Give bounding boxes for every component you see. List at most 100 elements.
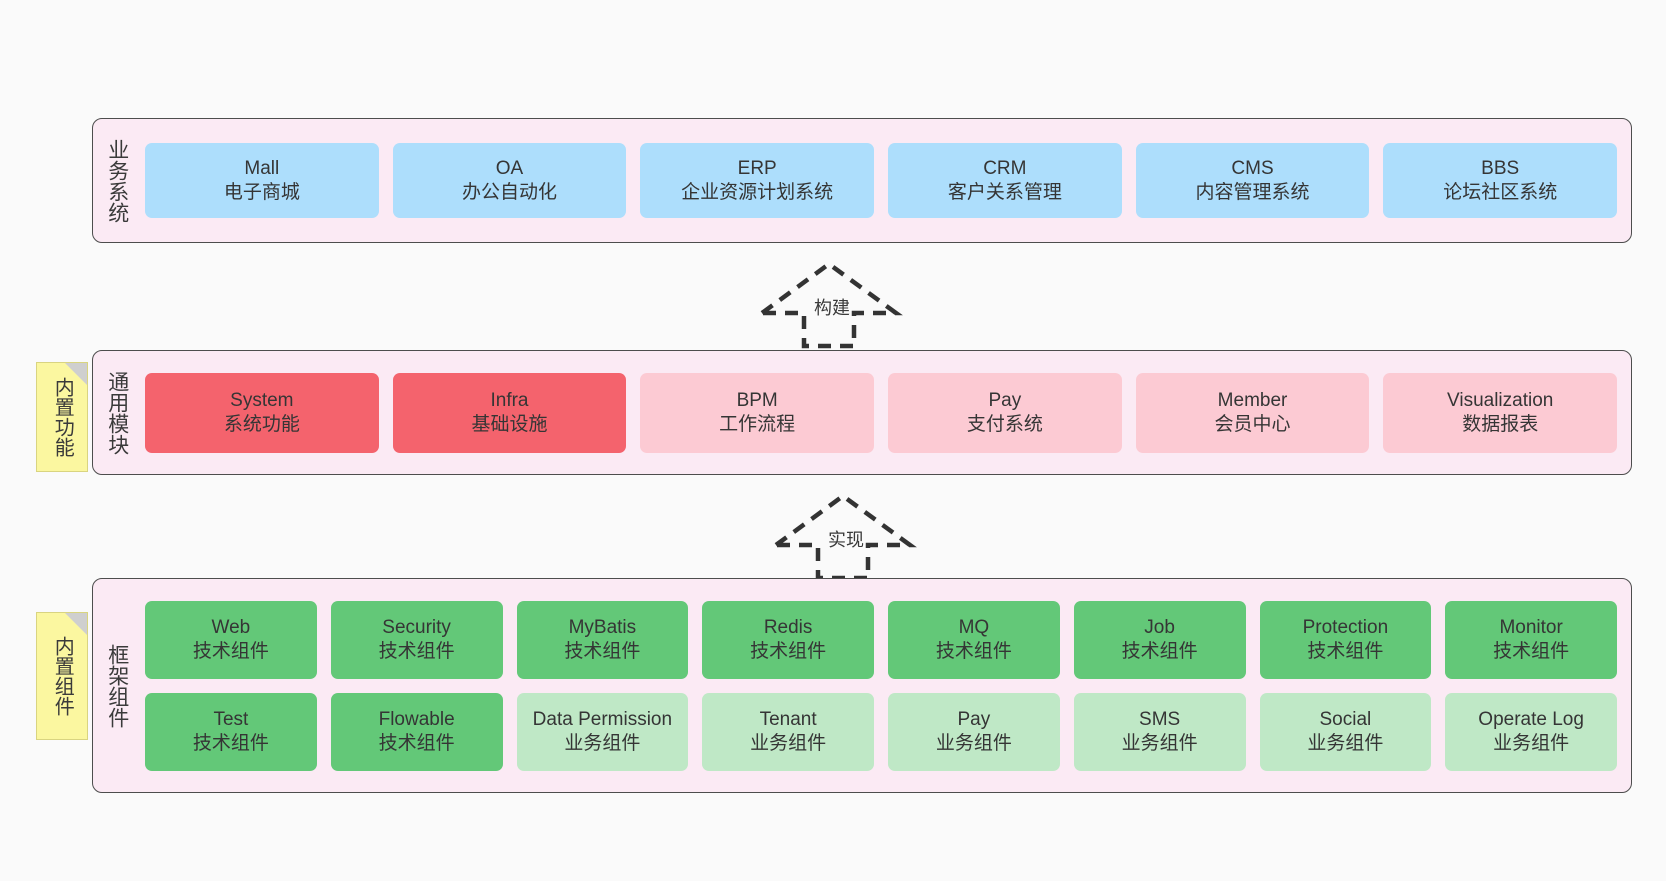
card-bpm[interactable]: BPM 工作流程 (640, 372, 875, 453)
card-row: Mall 电子商城 OA 办公自动化 ERP 企业资源计划系统 CRM 客户关系… (145, 143, 1618, 218)
card-title: Pay (988, 390, 1022, 412)
card-title: Social (1319, 709, 1372, 731)
card-subtitle: 办公自动化 (462, 181, 558, 203)
card-flowable[interactable]: Flowable 技术组件 (330, 692, 503, 771)
card-subtitle: 业务组件 (1307, 732, 1384, 754)
card-pay[interactable]: Pay 支付系统 (888, 372, 1122, 453)
card-subtitle: 技术组件 (1307, 640, 1384, 662)
card-subtitle: 技术组件 (564, 640, 641, 662)
layer-body-framework-components: Web 技术组件 Security 技术组件 MyBatis 技术组件 Redi… (141, 579, 1631, 792)
card-subtitle: 支付系统 (966, 413, 1043, 435)
card-title: Operate Log (1478, 709, 1584, 731)
card-title: Redis (763, 617, 813, 639)
generalization-arrow-icon (771, 493, 917, 581)
card-subtitle: 技术组件 (1493, 640, 1570, 662)
card-job[interactable]: Job 技术组件 (1073, 600, 1246, 679)
card-crm[interactable]: CRM 客户关系管理 (888, 143, 1122, 218)
card-erp[interactable]: ERP 企业资源计划系统 (640, 143, 875, 218)
card-title: System (230, 390, 294, 412)
layer-common-modules: 通用模块 System 系统功能 Infra 基础设施 BPM 工作流程 Pay… (92, 350, 1632, 475)
card-row: Web 技术组件 Security 技术组件 MyBatis 技术组件 Redi… (145, 600, 1617, 679)
card-subtitle: 电子商城 (223, 181, 300, 203)
card-title: Web (211, 617, 251, 639)
card-security[interactable]: Security 技术组件 (330, 600, 503, 679)
card-subtitle: 技术组件 (750, 640, 827, 662)
card-subtitle: 论坛社区系统 (1443, 181, 1558, 203)
card-title: Job (1144, 617, 1175, 639)
card-redis[interactable]: Redis 技术组件 (702, 600, 874, 679)
card-subtitle: 业务组件 (1121, 732, 1198, 754)
card-subtitle: 技术组件 (378, 640, 455, 662)
card-visualization[interactable]: Visualization 数据报表 (1383, 372, 1618, 453)
layer-framework-components: 框架组件 Web 技术组件 Security 技术组件 MyBatis 技术组件… (92, 578, 1632, 793)
card-title: Infra (490, 390, 529, 412)
card-title: Visualization (1447, 390, 1554, 412)
card-subtitle: 内容管理系统 (1195, 181, 1310, 203)
card-subtitle: 企业资源计划系统 (681, 181, 834, 203)
card-subtitle: 业务组件 (1493, 732, 1570, 754)
card-system[interactable]: System 系统功能 (145, 372, 379, 453)
generalization-arrow-icon (757, 261, 903, 349)
card-title: CRM (983, 158, 1027, 180)
card-protection[interactable]: Protection 技术组件 (1259, 600, 1432, 679)
layer-body-business-systems: Mall 电子商城 OA 办公自动化 ERP 企业资源计划系统 CRM 客户关系… (141, 119, 1631, 242)
card-bbs[interactable]: BBS 论坛社区系统 (1383, 143, 1618, 218)
card-sms[interactable]: SMS 业务组件 (1073, 692, 1246, 771)
card-subtitle: 业务组件 (564, 732, 641, 754)
card-title: Data Permission (532, 709, 673, 731)
folded-corner-icon (65, 613, 87, 635)
card-mq[interactable]: MQ 技术组件 (888, 600, 1060, 679)
card-subtitle: 会员中心 (1214, 413, 1291, 435)
card-title: Member (1217, 390, 1288, 412)
card-infra[interactable]: Infra 基础设施 (392, 372, 627, 453)
card-subtitle: 技术组件 (192, 640, 269, 662)
tag-label: 内置功能 (51, 377, 74, 457)
card-title: MQ (958, 617, 990, 639)
card-tenant[interactable]: Tenant 业务组件 (702, 692, 874, 771)
card-title: Mall (244, 158, 280, 180)
card-operate-log[interactable]: Operate Log 业务组件 (1445, 692, 1617, 771)
tag-builtin-features: 内置功能 (36, 362, 88, 472)
card-subtitle: 客户关系管理 (947, 181, 1062, 203)
card-title: BBS (1481, 158, 1520, 180)
card-title: MyBatis (568, 617, 637, 639)
card-subtitle: 技术组件 (378, 732, 455, 754)
card-test[interactable]: Test 技术组件 (145, 692, 317, 771)
card-title: Flowable (378, 709, 455, 731)
card-web[interactable]: Web 技术组件 (145, 600, 317, 679)
card-social[interactable]: Social 业务组件 (1259, 692, 1432, 771)
card-title: Tenant (759, 709, 817, 731)
card-title: Monitor (1499, 617, 1563, 639)
card-pay-component[interactable]: Pay 业务组件 (888, 692, 1060, 771)
layer-caption-common-modules: 通用模块 (105, 370, 129, 455)
layer-caption-framework-components: 框架组件 (105, 643, 129, 728)
card-title: OA (495, 158, 524, 180)
tag-label: 内置组件 (51, 636, 74, 716)
card-subtitle: 技术组件 (935, 640, 1012, 662)
card-member[interactable]: Member 会员中心 (1135, 372, 1370, 453)
card-subtitle: 系统功能 (223, 413, 300, 435)
card-oa[interactable]: OA 办公自动化 (392, 143, 627, 218)
card-subtitle: 业务组件 (750, 732, 827, 754)
connector-label: 构建 (814, 298, 850, 318)
layer-caption-business-systems: 业务系统 (105, 138, 129, 223)
card-cms[interactable]: CMS 内容管理系统 (1135, 143, 1370, 218)
card-title: Test (213, 709, 249, 731)
card-mybatis[interactable]: MyBatis 技术组件 (516, 600, 689, 679)
card-monitor[interactable]: Monitor 技术组件 (1445, 600, 1617, 679)
card-subtitle: 技术组件 (192, 732, 269, 754)
card-subtitle: 基础设施 (471, 413, 548, 435)
card-row: Test 技术组件 Flowable 技术组件 Data Permission … (145, 692, 1617, 771)
card-title: Protection (1302, 617, 1389, 639)
card-subtitle: 业务组件 (935, 732, 1012, 754)
connector-implement: 实现 (771, 490, 921, 582)
card-data-permission[interactable]: Data Permission 业务组件 (516, 692, 689, 771)
connector-build: 构建 (757, 258, 907, 350)
card-mall[interactable]: Mall 电子商城 (145, 143, 379, 218)
layer-body-common-modules: System 系统功能 Infra 基础设施 BPM 工作流程 Pay 支付系统… (141, 351, 1631, 474)
card-subtitle: 数据报表 (1462, 413, 1539, 435)
card-subtitle: 技术组件 (1121, 640, 1198, 662)
card-row: System 系统功能 Infra 基础设施 BPM 工作流程 Pay 支付系统… (145, 372, 1618, 453)
card-title: Security (382, 617, 451, 639)
tag-builtin-components: 内置组件 (36, 612, 88, 740)
